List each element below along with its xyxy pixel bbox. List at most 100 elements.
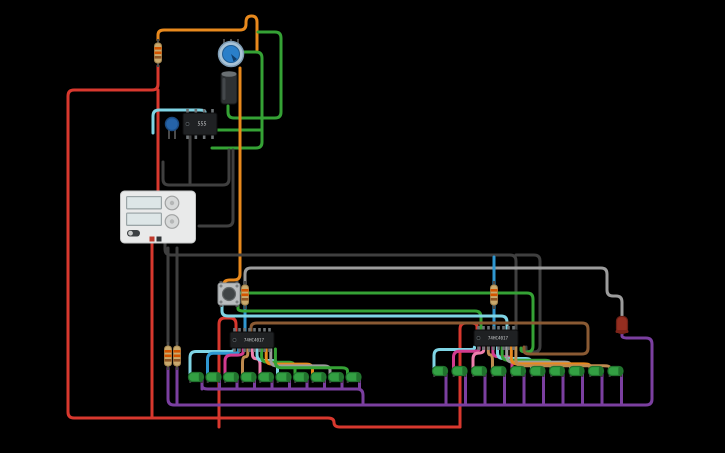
- led-flange: [268, 372, 273, 382]
- led-green-left-6[interactable]: [275, 371, 292, 384]
- led-flange: [442, 366, 447, 376]
- led-green-right-2[interactable]: [451, 365, 468, 378]
- wire-green[interactable]: [237, 291, 535, 354]
- resistor-clock[interactable]: [241, 281, 249, 309]
- led-green-right-10[interactable]: [607, 365, 624, 378]
- ic-pin: [482, 345, 485, 350]
- wire-red[interactable]: [217, 316, 238, 429]
- timer-555[interactable]: 555: [182, 109, 218, 139]
- wire-green[interactable]: [210, 50, 264, 150]
- button-cap[interactable]: [221, 286, 237, 302]
- capacitor-electrolytic[interactable]: [220, 71, 238, 105]
- ic-pin: [248, 328, 251, 333]
- led-green-right-5[interactable]: [509, 365, 527, 378]
- ic-pin: [238, 328, 241, 333]
- ic-notch: [232, 338, 237, 342]
- ic-pin: [492, 326, 495, 331]
- psu-display: [127, 197, 161, 209]
- button-screw: [235, 300, 239, 304]
- ic-notch: [476, 336, 481, 340]
- led-green-left-10[interactable]: [345, 371, 362, 384]
- ic-pin: [243, 347, 246, 352]
- ic-pin: [512, 345, 515, 350]
- resistor-band: [490, 289, 498, 292]
- ic-pin: [263, 347, 266, 352]
- led-flange: [579, 366, 584, 376]
- led-green-right-4[interactable]: [490, 365, 507, 378]
- ic-pin: [258, 328, 261, 333]
- ic-pin: [268, 328, 271, 333]
- potentiometer[interactable]: [217, 39, 245, 68]
- wire-purple[interactable]: [166, 332, 654, 407]
- resistor-band: [164, 359, 172, 362]
- wire-led-anode[interactable]: [273, 347, 349, 376]
- led-green-left-2[interactable]: [205, 371, 222, 384]
- wire-cyan[interactable]: [220, 304, 509, 332]
- led-green-left-3[interactable]: [222, 371, 240, 384]
- resistor-band: [164, 354, 172, 358]
- wire-led-anode[interactable]: [206, 347, 241, 376]
- counter-ic-2[interactable]: 74HC4017: [473, 326, 519, 350]
- wire-black[interactable]: [161, 148, 231, 187]
- wire-black[interactable]: [197, 148, 235, 228]
- psu-terminal-negative[interactable]: [156, 236, 162, 242]
- wire-led-anode[interactable]: [432, 345, 476, 370]
- wire-red[interactable]: [150, 416, 462, 429]
- wire-black[interactable]: [163, 241, 518, 332]
- power-supply[interactable]: [120, 190, 196, 244]
- resistor-band: [241, 289, 249, 292]
- wire-black[interactable]: [514, 253, 542, 354]
- capacitor-ceramic[interactable]: [164, 116, 180, 140]
- led-green-left-7[interactable]: [292, 371, 310, 384]
- ic-pin: [497, 326, 500, 331]
- led-green-right-8[interactable]: [568, 365, 585, 378]
- wire-led-anode[interactable]: [452, 345, 481, 370]
- resistor-clock-2[interactable]: [490, 281, 498, 309]
- ic-pin: [507, 345, 510, 350]
- ic-pin: [487, 345, 490, 350]
- led-green-left-9[interactable]: [327, 371, 345, 384]
- ic-pin: [253, 328, 256, 333]
- ic-pin: [492, 345, 495, 350]
- led-green-right-7[interactable]: [548, 365, 566, 378]
- wire-green[interactable]: [226, 30, 283, 120]
- counter-ic-1[interactable]: 74HC4017: [229, 328, 275, 352]
- led-green-right-1[interactable]: [431, 365, 449, 378]
- wire-led-anode[interactable]: [223, 347, 245, 376]
- led-flange: [520, 366, 525, 376]
- resistor-timing[interactable]: [154, 39, 162, 67]
- led-green-right-6[interactable]: [529, 365, 546, 378]
- resistor-led-2[interactable]: [173, 342, 181, 370]
- wire-led-anode[interactable]: [514, 345, 611, 370]
- wire-led-anode[interactable]: [250, 347, 262, 376]
- wire-purple[interactable]: [200, 380, 365, 407]
- led-flange: [198, 372, 203, 382]
- ic-pin: [477, 326, 480, 331]
- psu-terminal-positive[interactable]: [149, 236, 155, 242]
- resistor-band: [490, 298, 498, 301]
- wire-led-anode[interactable]: [471, 345, 486, 370]
- led-flange: [618, 366, 623, 376]
- resistor-led-1[interactable]: [164, 342, 172, 370]
- led-flange: [356, 372, 361, 382]
- led-green-left-8[interactable]: [310, 371, 327, 384]
- wire-led-anode[interactable]: [241, 347, 250, 376]
- led-green-right-9[interactable]: [587, 365, 605, 378]
- wire-orange[interactable]: [156, 14, 259, 52]
- wire-led-anode[interactable]: [486, 345, 494, 370]
- led-green-right-3[interactable]: [470, 365, 488, 378]
- wire-brown[interactable]: [249, 321, 590, 356]
- led-red[interactable]: [615, 315, 629, 335]
- ic-pin: [248, 347, 251, 352]
- led-green-left-4[interactable]: [240, 371, 257, 384]
- pushbutton[interactable]: [217, 281, 241, 307]
- led-flange: [233, 372, 238, 382]
- ic-pin: [263, 328, 266, 333]
- ic-pin: [477, 345, 480, 350]
- led-green-left-5[interactable]: [257, 371, 275, 384]
- wire-gray[interactable]: [243, 266, 624, 318]
- wire-red[interactable]: [66, 64, 160, 420]
- wire-green[interactable]: [236, 304, 483, 332]
- led-green-left-1[interactable]: [187, 371, 205, 384]
- wire-orange[interactable]: [222, 66, 242, 290]
